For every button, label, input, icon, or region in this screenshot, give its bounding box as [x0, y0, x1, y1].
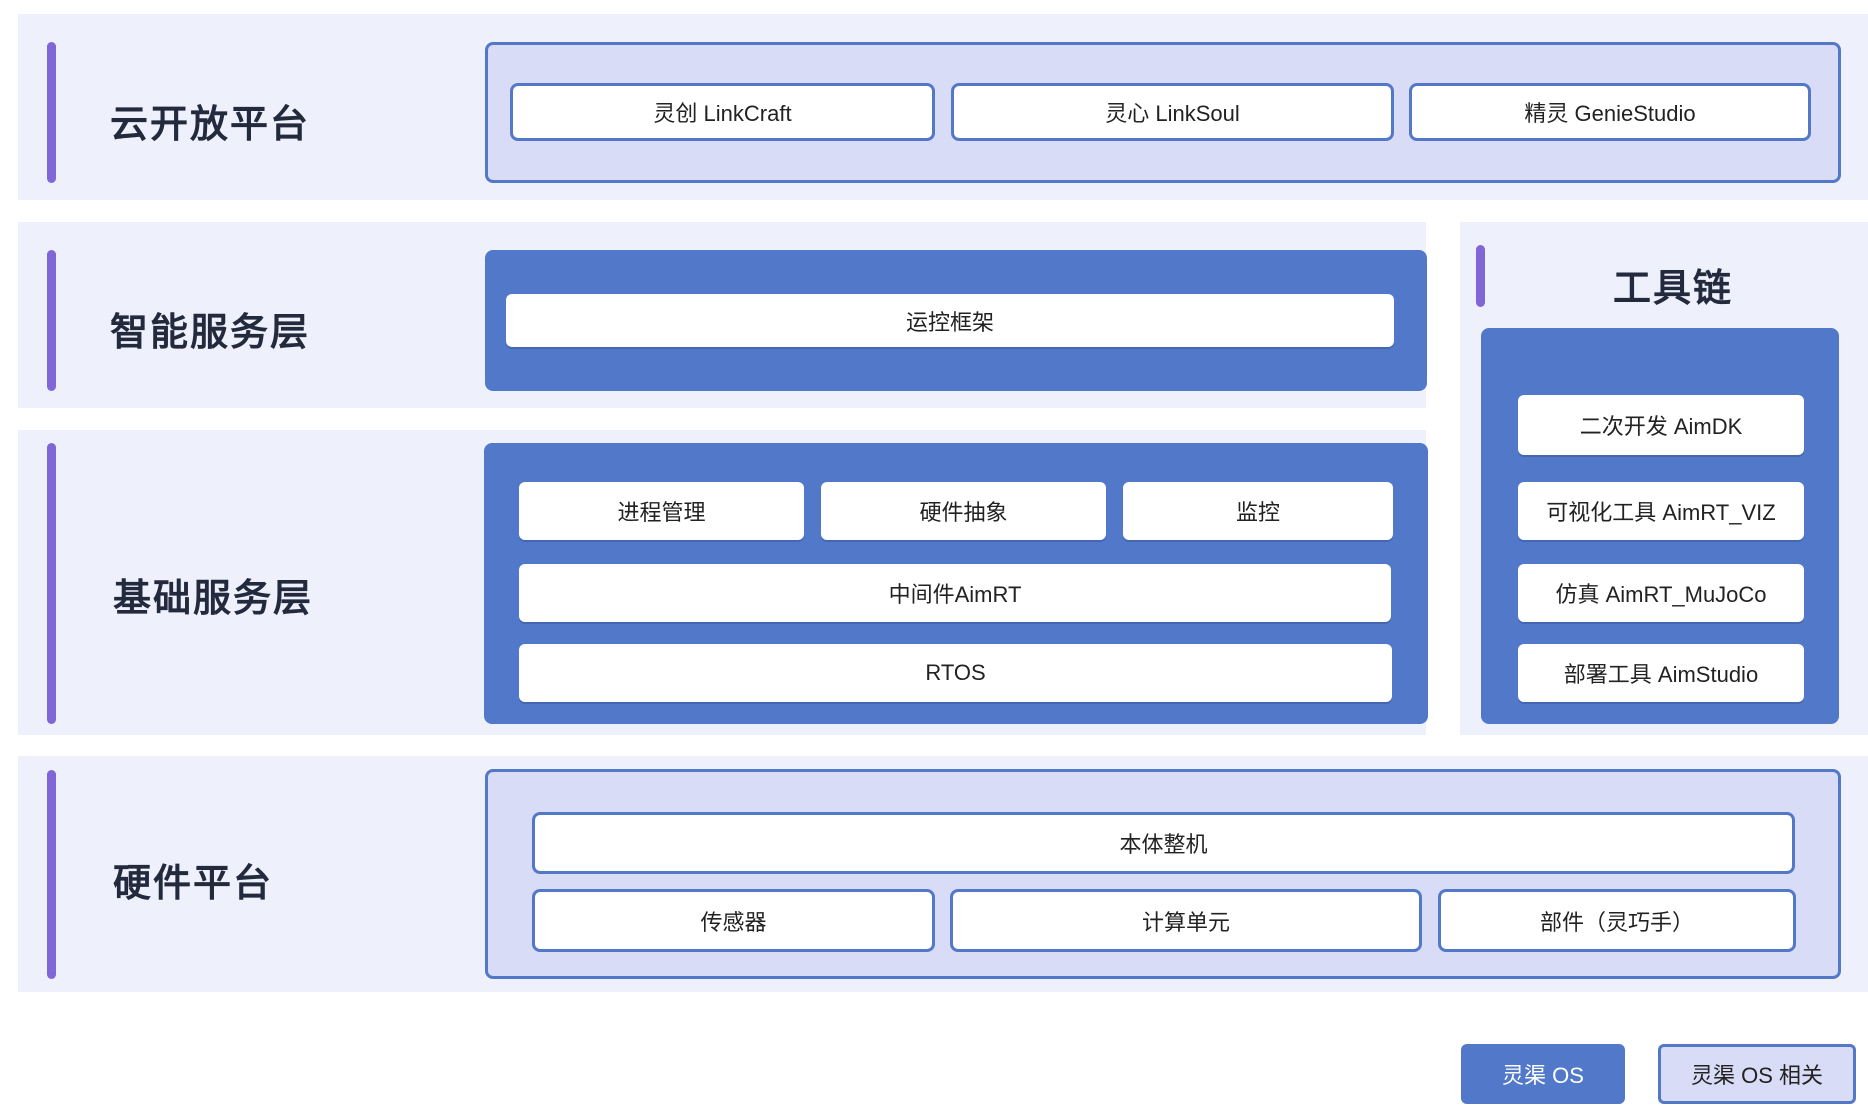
aimrt-mujoco-box: 仿真 AimRT_MuJoCo: [1518, 564, 1804, 622]
middleware-aimrt-box: 中间件AimRT: [519, 564, 1391, 622]
intelligent-service-accent-bar: [47, 250, 56, 391]
process-management-box: 进程管理: [519, 482, 804, 540]
basic-service-accent-bar: [47, 443, 56, 724]
sensor-box: 传感器: [532, 889, 935, 952]
monitoring-box: 监控: [1123, 482, 1393, 540]
dexterous-hand-box: 部件（灵巧手）: [1438, 889, 1796, 952]
geniestudio-box: 精灵 GenieStudio: [1409, 83, 1811, 141]
toolchain-accent-bar: [1476, 245, 1485, 307]
cloud-platform-title: 云开放平台: [110, 104, 311, 146]
linkcraft-box: 灵创 LinkCraft: [510, 83, 935, 141]
aimrt-viz-box: 可视化工具 AimRT_VIZ: [1518, 482, 1804, 540]
hardware-platform-title: 硬件平台: [113, 863, 274, 905]
hardware-platform-accent-bar: [47, 770, 56, 979]
aimstudio-box: 部署工具 AimStudio: [1518, 644, 1804, 702]
linksoul-box: 灵心 LinkSoul: [951, 83, 1394, 141]
legend-os: 灵渠 OS: [1461, 1044, 1625, 1104]
basic-service-title: 基础服务层: [113, 578, 314, 620]
hardware-abstraction-box: 硬件抽象: [821, 482, 1106, 540]
compute-unit-box: 计算单元: [950, 889, 1422, 952]
toolchain-title: 工具链: [1613, 268, 1734, 310]
motion-control-framework-box: 运控框架: [506, 294, 1394, 347]
legend-os-related: 灵渠 OS 相关: [1658, 1044, 1856, 1104]
cloud-platform-accent-bar: [47, 42, 56, 183]
aimdk-box: 二次开发 AimDK: [1518, 395, 1804, 455]
intelligent-service-title: 智能服务层: [110, 312, 311, 354]
robot-body-box: 本体整机: [532, 812, 1795, 874]
rtos-box: RTOS: [519, 644, 1392, 702]
